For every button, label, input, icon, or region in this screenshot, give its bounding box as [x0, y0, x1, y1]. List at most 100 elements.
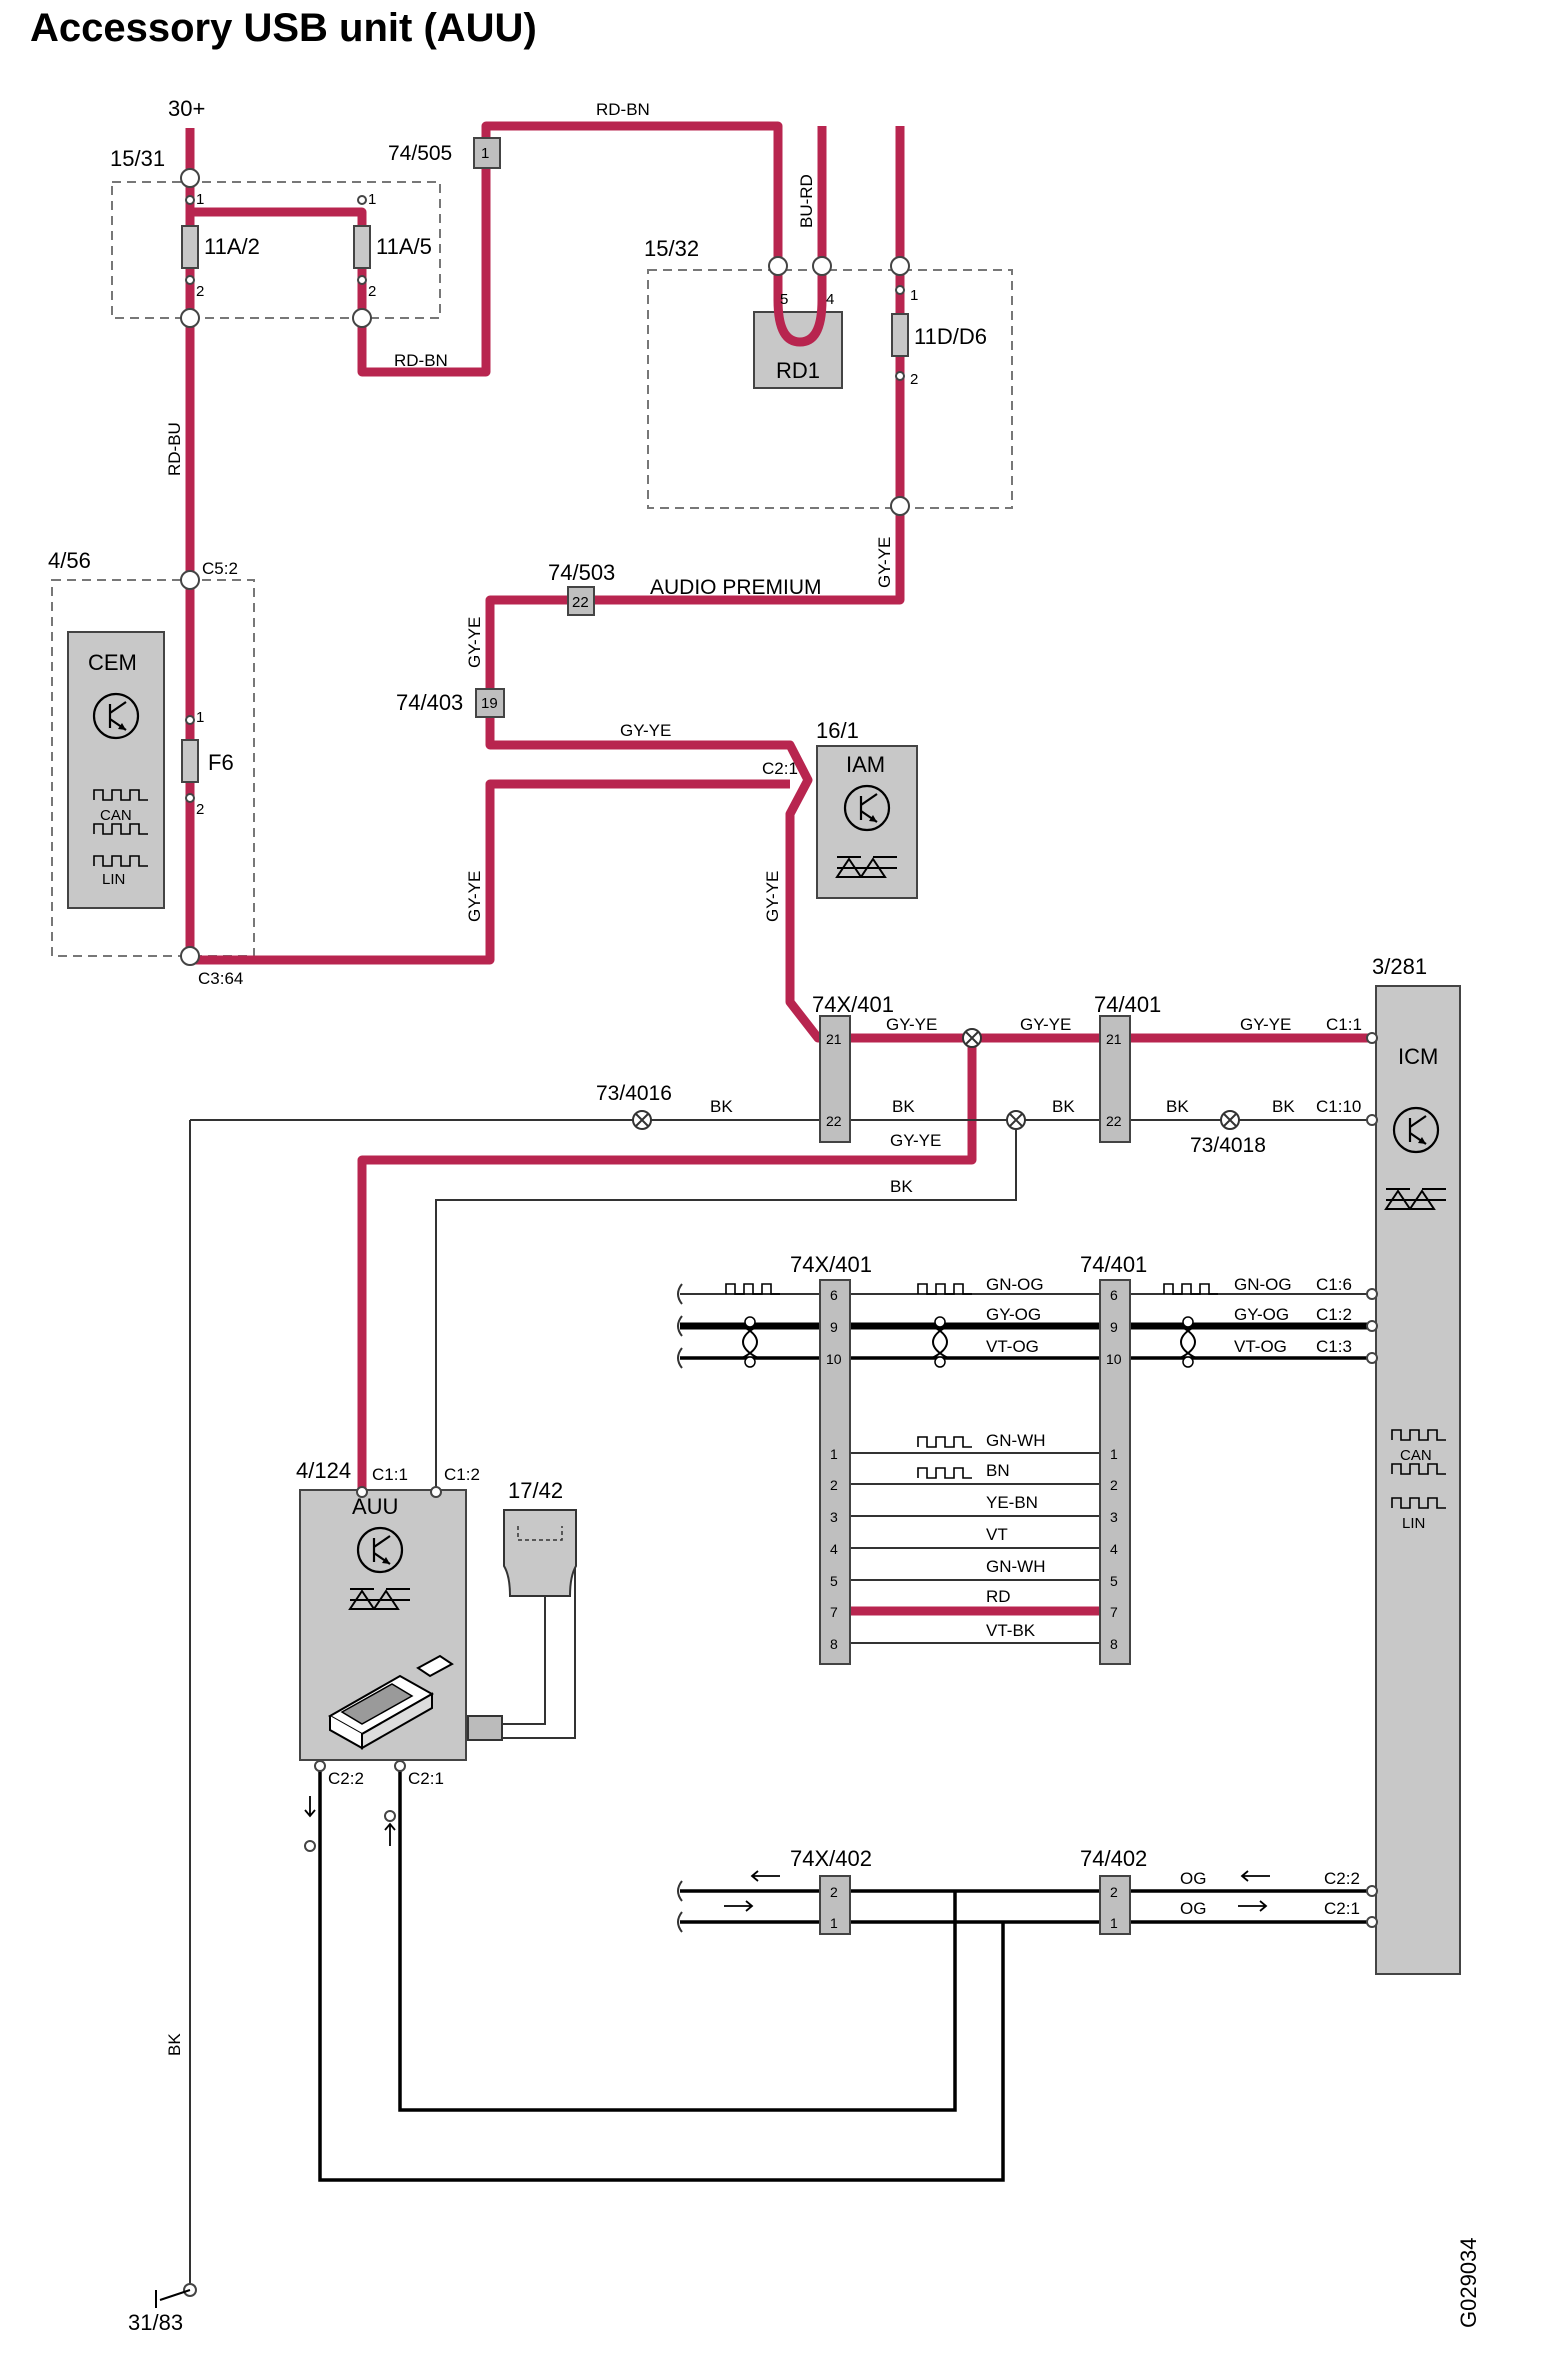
pin-label: 2 — [196, 801, 204, 818]
iam-box — [816, 745, 918, 899]
icm-box — [1375, 985, 1461, 1975]
icm-pin-c2-1: C2:1 — [1324, 1899, 1360, 1918]
connector-strips — [473, 137, 1131, 1935]
wire-bk-label: BK — [710, 1097, 733, 1116]
wire-gy-ye-label: GY-YE — [465, 617, 484, 668]
wire-label: GY-OG — [1234, 1305, 1289, 1324]
direction-arrows — [304, 1796, 1270, 1912]
usb-connector-17-42-icon — [467, 1509, 577, 1741]
wire-gy-ye-label: GY-YE — [465, 871, 484, 922]
pin-label: 1 — [910, 287, 918, 304]
fuse-11d-d6-label: 11D/D6 — [914, 324, 987, 349]
cem-pin-out: C3:64 — [198, 969, 243, 988]
wire-bu-rd-label: BU-RD — [797, 174, 816, 228]
signal-pulse-icon — [1163, 1283, 1219, 1295]
wire-bk-label: BK — [892, 1097, 915, 1116]
wire-label: VT-BK — [986, 1621, 1036, 1640]
signal-pulse-icon — [725, 1283, 781, 1295]
icm-can-label: CAN — [1400, 1447, 1432, 1464]
icm-pin-c1-2: C1:2 — [1316, 1305, 1352, 1324]
pin-label: 2 — [830, 1884, 838, 1900]
cem-fuse-label: F6 — [208, 750, 234, 775]
cem-box — [67, 631, 165, 909]
pin-label: 1 — [830, 1915, 838, 1931]
c74-403-id: 74/403 — [396, 690, 463, 715]
auu-pin-c2-1: C2:1 — [408, 1769, 444, 1788]
wire-label: BN — [986, 1461, 1010, 1480]
pin-label: 5 — [830, 1573, 838, 1589]
wire-gy-ye-label: GY-YE — [1020, 1015, 1071, 1034]
auu-pin-c1-2: C1:2 — [444, 1465, 480, 1484]
cem-id: 4/56 — [48, 548, 91, 573]
auu-name: AUU — [352, 1494, 398, 1519]
splice-73-4016-icon — [632, 1110, 652, 1130]
iam-name: IAM — [846, 752, 885, 777]
labels: 30+ 15/31 11A/2 11A/5 1 1 2 2 74/505 1 R… — [48, 96, 1481, 2335]
wire-label: GN-WH — [986, 1431, 1045, 1450]
wire-gy-ye-label: GY-YE — [763, 871, 782, 922]
pin-label: 6 — [830, 1287, 838, 1303]
splice-73-4018-icon — [1220, 1110, 1240, 1130]
wire-label: YE-BN — [986, 1493, 1038, 1512]
wire-bk-label: BK — [1166, 1097, 1189, 1116]
pin-label: 2 — [368, 283, 376, 300]
pin-label: 6 — [1110, 1287, 1118, 1303]
icm-lin-label: LIN — [1402, 1515, 1425, 1532]
page-title: Accessory USB unit (AUU) — [30, 6, 537, 50]
pin-label: 4 — [1110, 1541, 1118, 1557]
icm-pin-c1-1: C1:1 — [1326, 1015, 1362, 1034]
wire-gy-ye-label: GY-YE — [886, 1015, 937, 1034]
pin-label: 9 — [1110, 1319, 1118, 1335]
figure-id: G029034 — [1456, 2237, 1481, 2328]
wire-gy-ye-label: GY-YE — [1240, 1015, 1291, 1034]
iam-id: 16/1 — [816, 718, 859, 743]
wire-bk-label: BK — [1052, 1097, 1075, 1116]
wire-og-label: OG — [1180, 1869, 1206, 1888]
pin-label: 1 — [196, 191, 204, 208]
icm-pin-c1-10: C1:10 — [1316, 1097, 1361, 1116]
cem-lin-label: LIN — [102, 871, 125, 888]
c74-401-id: 74/401 — [1080, 1252, 1147, 1277]
c74-403-pin: 19 — [481, 695, 498, 712]
signal-pulse-icon — [917, 1436, 973, 1448]
splice-bk-icon — [1006, 1110, 1026, 1130]
wire-label: VT-OG — [1234, 1337, 1287, 1356]
c74x-401-id: 74X/401 — [812, 992, 894, 1017]
splice-73-4018-label: 73/4018 — [1190, 1134, 1266, 1157]
junction-nodes — [180, 168, 1378, 2297]
c74-503-pin: 22 — [572, 594, 589, 611]
pin-label: 2 — [1110, 1884, 1118, 1900]
splice-73-4016-label: 73/4016 — [596, 1082, 672, 1105]
icm-pin-c1-3: C1:3 — [1316, 1337, 1352, 1356]
fusebox-a-id: 15/31 — [110, 146, 165, 171]
cem-outline — [51, 579, 255, 957]
c74-402-id: 74/402 — [1080, 1846, 1147, 1871]
relay-rd1-box — [753, 311, 843, 389]
pin-label: 2 — [196, 283, 204, 300]
pin-label: 1 — [1110, 1446, 1118, 1462]
wire-rd-bn-label: RD-BN — [596, 100, 650, 119]
pin-label: 4 — [830, 1541, 838, 1557]
icm-name: ICM — [1398, 1044, 1438, 1069]
fuse-11a5-label: 11A/5 — [376, 234, 432, 259]
wire-gy-ye-label: GY-YE — [620, 721, 671, 740]
auu-id: 4/124 — [296, 1458, 351, 1483]
relay-rd1-label: RD1 — [776, 358, 820, 383]
pin-label: 22 — [826, 1113, 842, 1129]
pin-label: 10 — [826, 1351, 842, 1367]
wire-gy-ye-label: GY-YE — [890, 1131, 941, 1150]
pin-label: 22 — [1106, 1113, 1122, 1129]
pin-label: 2 — [830, 1477, 838, 1493]
fuse-symbols — [181, 225, 909, 783]
wire-og-label: OG — [1180, 1899, 1206, 1918]
signal-pulse-icon — [917, 1283, 973, 1295]
black-wires — [189, 1119, 1376, 2290]
pin-label: 7 — [830, 1604, 838, 1620]
wire-bk-label: BK — [890, 1177, 913, 1196]
fusebox-a-outline — [111, 181, 441, 319]
cem-can-label: CAN — [100, 807, 132, 824]
auu-pin-c1-1: C1:1 — [372, 1465, 408, 1484]
ground-label: 31/83 — [128, 2310, 183, 2335]
red-wires — [185, 121, 1376, 1616]
